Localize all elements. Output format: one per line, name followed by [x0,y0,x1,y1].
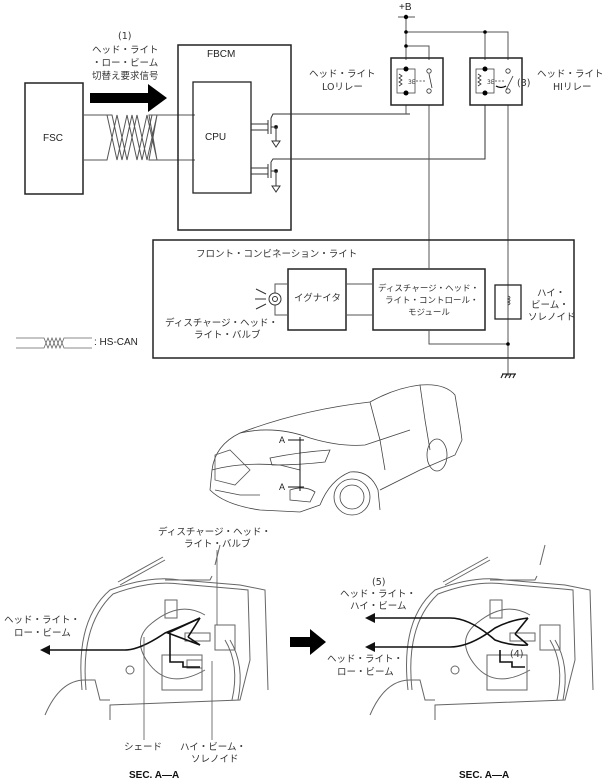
section-left-solenoid-line2: ソレノイド [191,754,239,765]
section-left-low-beam-line2: ロー・ビーム [14,628,71,639]
hi-relay: 3E [469,57,523,106]
fsc-box [24,82,84,195]
section-left-caption: SEC. A—A [129,770,180,781]
section-left-solenoid-line1: ハイ・ビーム・ [180,742,247,753]
power-wiring [398,16,509,376]
control-module-line3: モジュール [408,308,450,318]
low-beam-arrowhead-right [365,642,375,652]
lo-relay: 3E [390,57,444,106]
section-right-high-beam-line2: ハイ・ビーム [350,601,407,612]
front-combination-light-label: フロント・コンビネーション・ライト [196,249,358,260]
control-module-line1: ディスチャージ・ヘッド・ [378,284,480,294]
hs-can-legend-label: : HS-CAN [94,337,138,348]
hs-can-legend-symbol [16,336,92,350]
section-right-high-beam-line1: ヘッド・ライト・ [340,589,417,600]
hi-relay-label-line2: HIリレー [553,82,592,93]
fbcm-transistor-2 [251,105,486,193]
section-line [288,437,304,491]
fsc-label: FSC [43,133,63,144]
request-signal-line3: 切替え要求信号 [92,71,159,82]
section-right-low-beam-line1: ヘッド・ライト・ [327,654,404,665]
section-right-low-beam-line2: ロー・ビーム [337,667,394,678]
cpu-label: CPU [205,132,227,143]
section-left-bulb-line2: ライト・バルブ [184,539,251,550]
section-left-leader-lines [143,550,218,740]
fbcm-label: FBCM [207,49,236,60]
section-right-caption: SEC. A—A [459,770,510,781]
lo-relay-label-line1: ヘッド・ライト [309,69,376,80]
section-right-beam-paths [375,617,529,668]
power-label: +B [399,2,412,13]
hi-beam-solenoid-line1: ハイ・ [537,288,566,299]
ground-symbol [500,373,516,379]
lo-relay-label-line2: LOリレー [322,82,363,93]
igniter-label: イグナイタ [294,293,341,304]
svg-text:3E: 3E [487,79,495,86]
section-left-bulb-line1: ディスチャージ・ヘッド・ [158,527,272,538]
section-left-beam-paths [50,617,201,668]
fbcm-transistor-1 [251,113,410,148]
low-beam-arrowhead-left [40,645,50,655]
control-module-line2: ライト・コントロール・ [385,296,479,306]
module-wiring [274,283,509,372]
section-right-headlamp [369,544,594,720]
hi-beam-solenoid-line2: ビーム・ [531,300,569,311]
request-signal-line1: ヘッド・ライト [92,45,159,56]
section-right-solenoid-number: (4) [510,649,524,660]
discharge-bulb-line2: ライト・バルブ [194,330,261,341]
svg-text:3E: 3E [408,79,416,86]
hi-relay-label-line1: ヘッド・ライト [537,69,604,80]
section-left-shade-label: シェード [124,742,163,753]
section-marker-bottom: A [279,482,286,492]
can-bus-lines [83,114,195,161]
hi-beam-solenoid-line3: ソレノイド [528,312,576,323]
discharge-bulb-symbol [255,288,282,310]
section-right-high-beam-number: (5) [372,577,386,588]
before-after-arrow [290,629,326,655]
section-left-low-beam-line1: ヘッド・ライト・ [4,615,81,626]
hi-relay-number: (3) [517,78,531,89]
discharge-bulb-line1: ディスチャージ・ヘッド・ [165,318,279,329]
cpu-box [192,81,252,194]
request-signal-line2: ・ロー・ビーム [92,58,159,69]
request-signal-number: (1) [118,31,132,42]
section-marker-top: A [279,435,286,445]
igniter-box [287,268,347,331]
fbcm-box [177,44,292,231]
high-beam-arrowhead [365,613,375,623]
vehicle-illustration [209,384,463,516]
hi-beam-solenoid-symbol [494,284,522,320]
front-combination-light-box [152,239,575,359]
section-left-headlamp [44,544,269,720]
request-signal-arrow [90,84,167,112]
